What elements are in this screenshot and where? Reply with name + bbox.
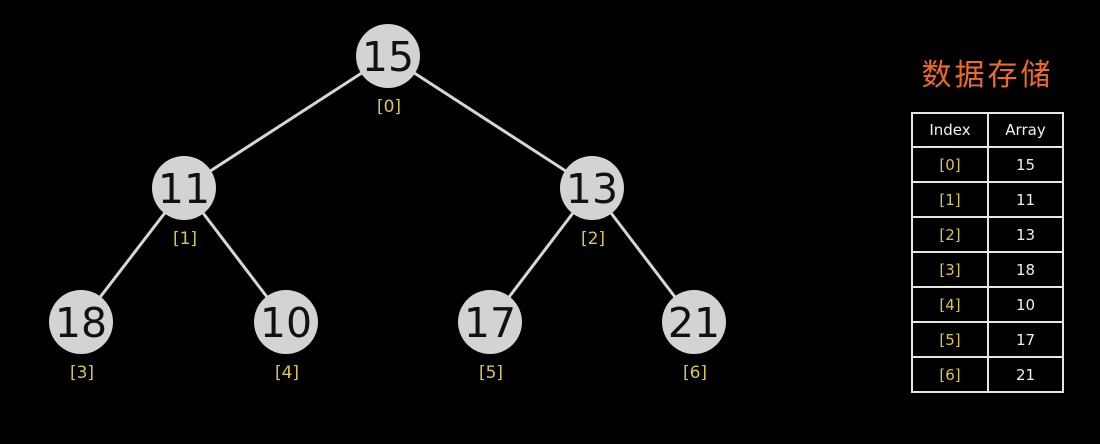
row-value-cell: 15	[987, 146, 1064, 183]
table-row: [1] 11	[911, 181, 1064, 218]
row-index-cell: [5]	[911, 321, 989, 358]
node-value: 17	[464, 299, 516, 347]
table-row: [3] 18	[911, 251, 1064, 288]
tree-node: 17 [5]	[458, 290, 522, 383]
tree-edge	[387, 54, 593, 190]
node-circle	[356, 24, 420, 88]
row-value-cell: 13	[987, 216, 1064, 253]
node-index-label: [2]	[581, 229, 605, 249]
tree-node: 15 [0]	[356, 24, 420, 117]
node-value: 11	[158, 165, 210, 213]
row-value-cell: 11	[987, 181, 1064, 218]
node-value: 10	[260, 299, 312, 347]
tree-node: 11 [1]	[152, 156, 216, 249]
table-row: [4] 10	[911, 286, 1064, 323]
node-circle	[152, 156, 216, 220]
node-value: 18	[55, 299, 107, 347]
node-value: 13	[566, 165, 618, 213]
row-index-cell: [4]	[911, 286, 989, 323]
table-row: [0] 15	[911, 146, 1064, 183]
row-index-cell: [6]	[911, 356, 989, 393]
row-index-cell: [1]	[911, 181, 989, 218]
row-index-cell: [2]	[911, 216, 989, 253]
node-index-label: [1]	[173, 229, 197, 249]
tree-nodes: 15 [0] 11 [1] 13 [2] 18 [3] 10 [4] 17 [5] 21 [6]	[49, 24, 726, 383]
table-row: [6] 21	[911, 356, 1064, 393]
node-circle	[49, 290, 113, 354]
tree-node: 21 [6]	[662, 290, 726, 383]
node-value: 15	[362, 33, 414, 81]
tree-node: 13 [2]	[560, 156, 624, 249]
row-index-cell: [3]	[911, 251, 989, 288]
storage-table: Index Array [0] 15 [1] 11 [2] 13 [3] 18 …	[911, 112, 1064, 393]
tree-node: 18 [3]	[49, 290, 113, 383]
header-array: Array	[987, 112, 1064, 148]
node-index-label: [3]	[70, 363, 94, 383]
tree-node: 10 [4]	[254, 290, 318, 383]
node-circle	[662, 290, 726, 354]
table-header-row: Index Array	[911, 112, 1064, 148]
row-value-cell: 17	[987, 321, 1064, 358]
row-value-cell: 21	[987, 356, 1064, 393]
row-value-cell: 10	[987, 286, 1064, 323]
table-row: [2] 13	[911, 216, 1064, 253]
row-value-cell: 18	[987, 251, 1064, 288]
header-index: Index	[911, 112, 989, 148]
node-index-label: [5]	[479, 363, 503, 383]
node-circle	[254, 290, 318, 354]
node-index-label: [6]	[683, 363, 707, 383]
node-circle	[458, 290, 522, 354]
tree-edge	[183, 54, 389, 190]
row-index-cell: [0]	[911, 146, 989, 183]
node-index-label: [0]	[377, 97, 401, 117]
node-value: 21	[668, 299, 720, 347]
storage-title: 数据存储	[921, 58, 1054, 93]
node-circle	[560, 156, 624, 220]
binary-tree-diagram: 15 [0] 11 [1] 13 [2] 18 [3] 10 [4] 17 [5] 21 [6]	[49, 24, 726, 383]
node-index-label: [4]	[275, 363, 299, 383]
table-row: [5] 17	[911, 321, 1064, 358]
